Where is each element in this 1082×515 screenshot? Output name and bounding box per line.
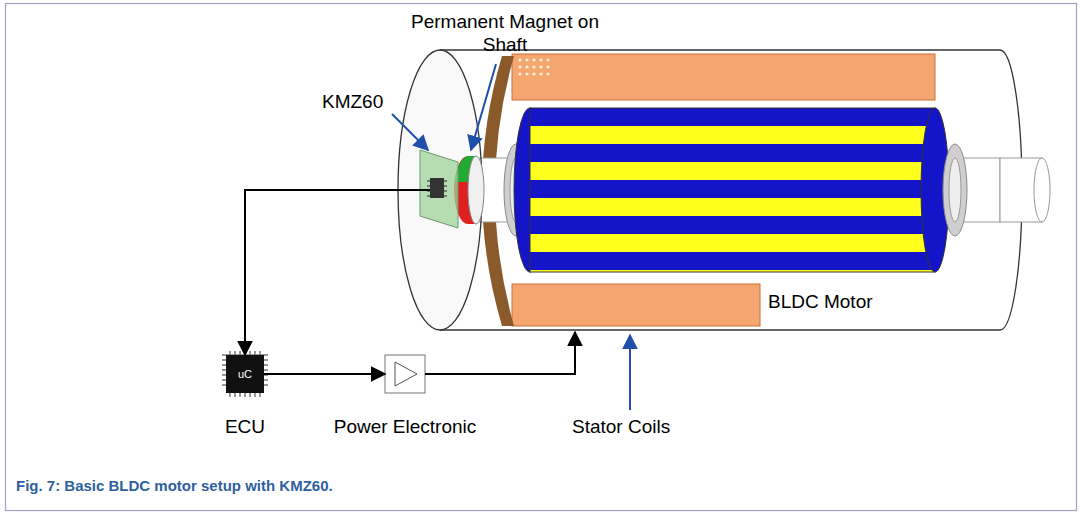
illustration-part	[427, 196, 430, 197]
ecu-chip	[222, 351, 268, 397]
illustration-part	[532, 58, 535, 61]
illustration-part	[532, 72, 535, 75]
illustration-part	[444, 191, 447, 192]
sensor-pins	[427, 181, 447, 196]
rotor	[530, 108, 935, 272]
illustration-part	[512, 284, 760, 326]
illustration-part	[546, 58, 549, 61]
signal-arrow	[245, 190, 398, 355]
power-label: Power Electronic	[334, 415, 477, 438]
illustration-part	[525, 58, 528, 61]
stator-callout: Stator Coils	[572, 415, 670, 438]
leader-lines	[392, 64, 630, 410]
illustration-part	[1034, 158, 1050, 222]
illustration-part	[546, 72, 549, 75]
illustration-part	[525, 72, 528, 75]
sensor-wire	[398, 189, 430, 191]
signal-arrow	[264, 373, 385, 375]
ecu-label: ECU	[225, 415, 265, 438]
illustration-part	[444, 196, 447, 197]
magnet-callout: Permanent Magnet on Shaft	[410, 10, 600, 56]
figure-caption: Fig. 7: Basic BLDC motor setup with KMZ6…	[16, 474, 333, 497]
illustration-part	[539, 72, 542, 75]
illustration-part	[539, 58, 542, 61]
power-amplifier	[385, 355, 425, 393]
illustration-part	[518, 72, 521, 75]
stator-coil	[512, 54, 935, 326]
illustration-part	[444, 181, 447, 182]
sensor-callout: KMZ60	[322, 90, 383, 113]
illustration-part	[444, 186, 447, 187]
illustration-part	[427, 186, 430, 187]
illustration-part	[440, 329, 1000, 330]
illustration-part	[385, 355, 425, 393]
illustration-part	[512, 54, 935, 100]
illustration-part	[525, 65, 528, 68]
illustration-part	[430, 178, 444, 198]
illustration-part	[427, 181, 430, 182]
power-electronic-box: Power Electronic	[385, 355, 425, 393]
illustration-part	[629, 335, 631, 410]
illustration-part	[392, 114, 428, 150]
ecu-chip-box: uCECU	[226, 355, 264, 393]
motor-label: BLDC Motor	[768, 290, 873, 313]
illustration-part	[226, 355, 264, 393]
illustration-part	[949, 158, 961, 222]
illustration-part	[518, 65, 521, 68]
bearing-ring	[943, 144, 967, 236]
illustration-part	[546, 65, 549, 68]
chip-label: uC	[238, 368, 252, 381]
illustration-part	[395, 362, 417, 386]
illustration-part	[222, 351, 268, 397]
motor-housing: BLDC Motor	[398, 50, 1048, 332]
motor-drawing	[398, 50, 1050, 330]
illustration-part	[440, 50, 1000, 330]
coil-texture	[518, 58, 549, 75]
illustration-part	[518, 58, 521, 61]
illustration-part	[539, 65, 542, 68]
figure-frame	[6, 4, 1077, 511]
illustration-part	[468, 156, 484, 224]
illustration-part	[471, 64, 496, 150]
signal-arrow	[425, 332, 575, 374]
illustration-part	[532, 65, 535, 68]
